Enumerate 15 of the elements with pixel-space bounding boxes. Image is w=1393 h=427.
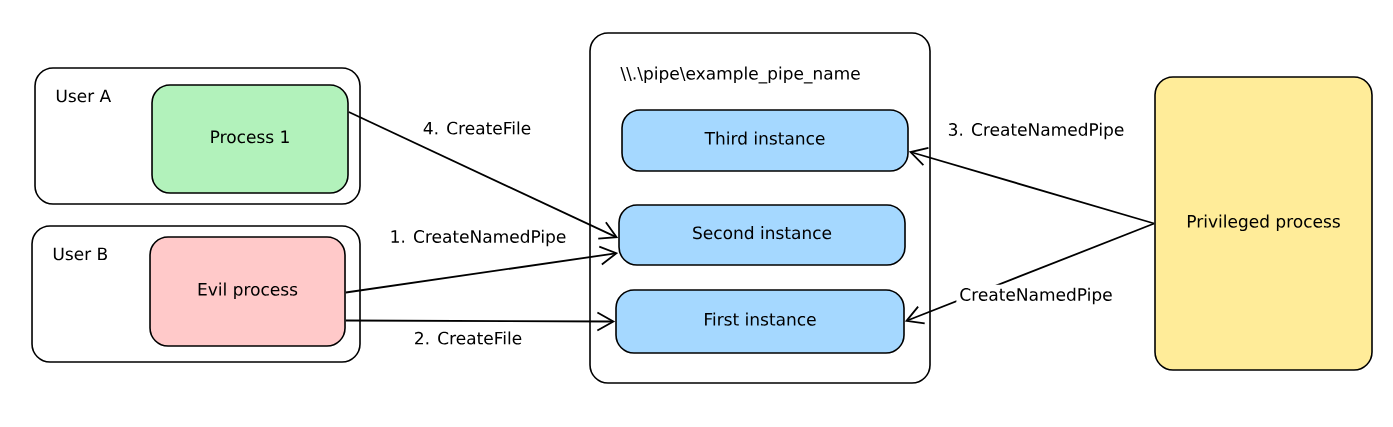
instance-box: Third instance: [621, 109, 909, 172]
edge-label: 2. CreateFile: [410, 328, 526, 348]
edge-label: CreateNamedPipe: [956, 284, 1116, 308]
process-box: Evil process: [149, 236, 346, 347]
process-box: Process 1: [151, 84, 349, 194]
edge-label: 3. CreateNamedPipe: [944, 119, 1128, 143]
arrow: [344, 245, 619, 294]
instance-box: First instance: [615, 289, 905, 354]
edge-label: 4. CreateFile: [419, 118, 535, 138]
instance-box: Second instance: [618, 204, 906, 266]
arrow: [344, 311, 616, 332]
process-box: Privileged process: [1154, 76, 1373, 371]
edge-label: 1. CreateNamedPipe: [386, 226, 570, 250]
arrow: [908, 147, 1156, 225]
arrow: [347, 111, 619, 240]
